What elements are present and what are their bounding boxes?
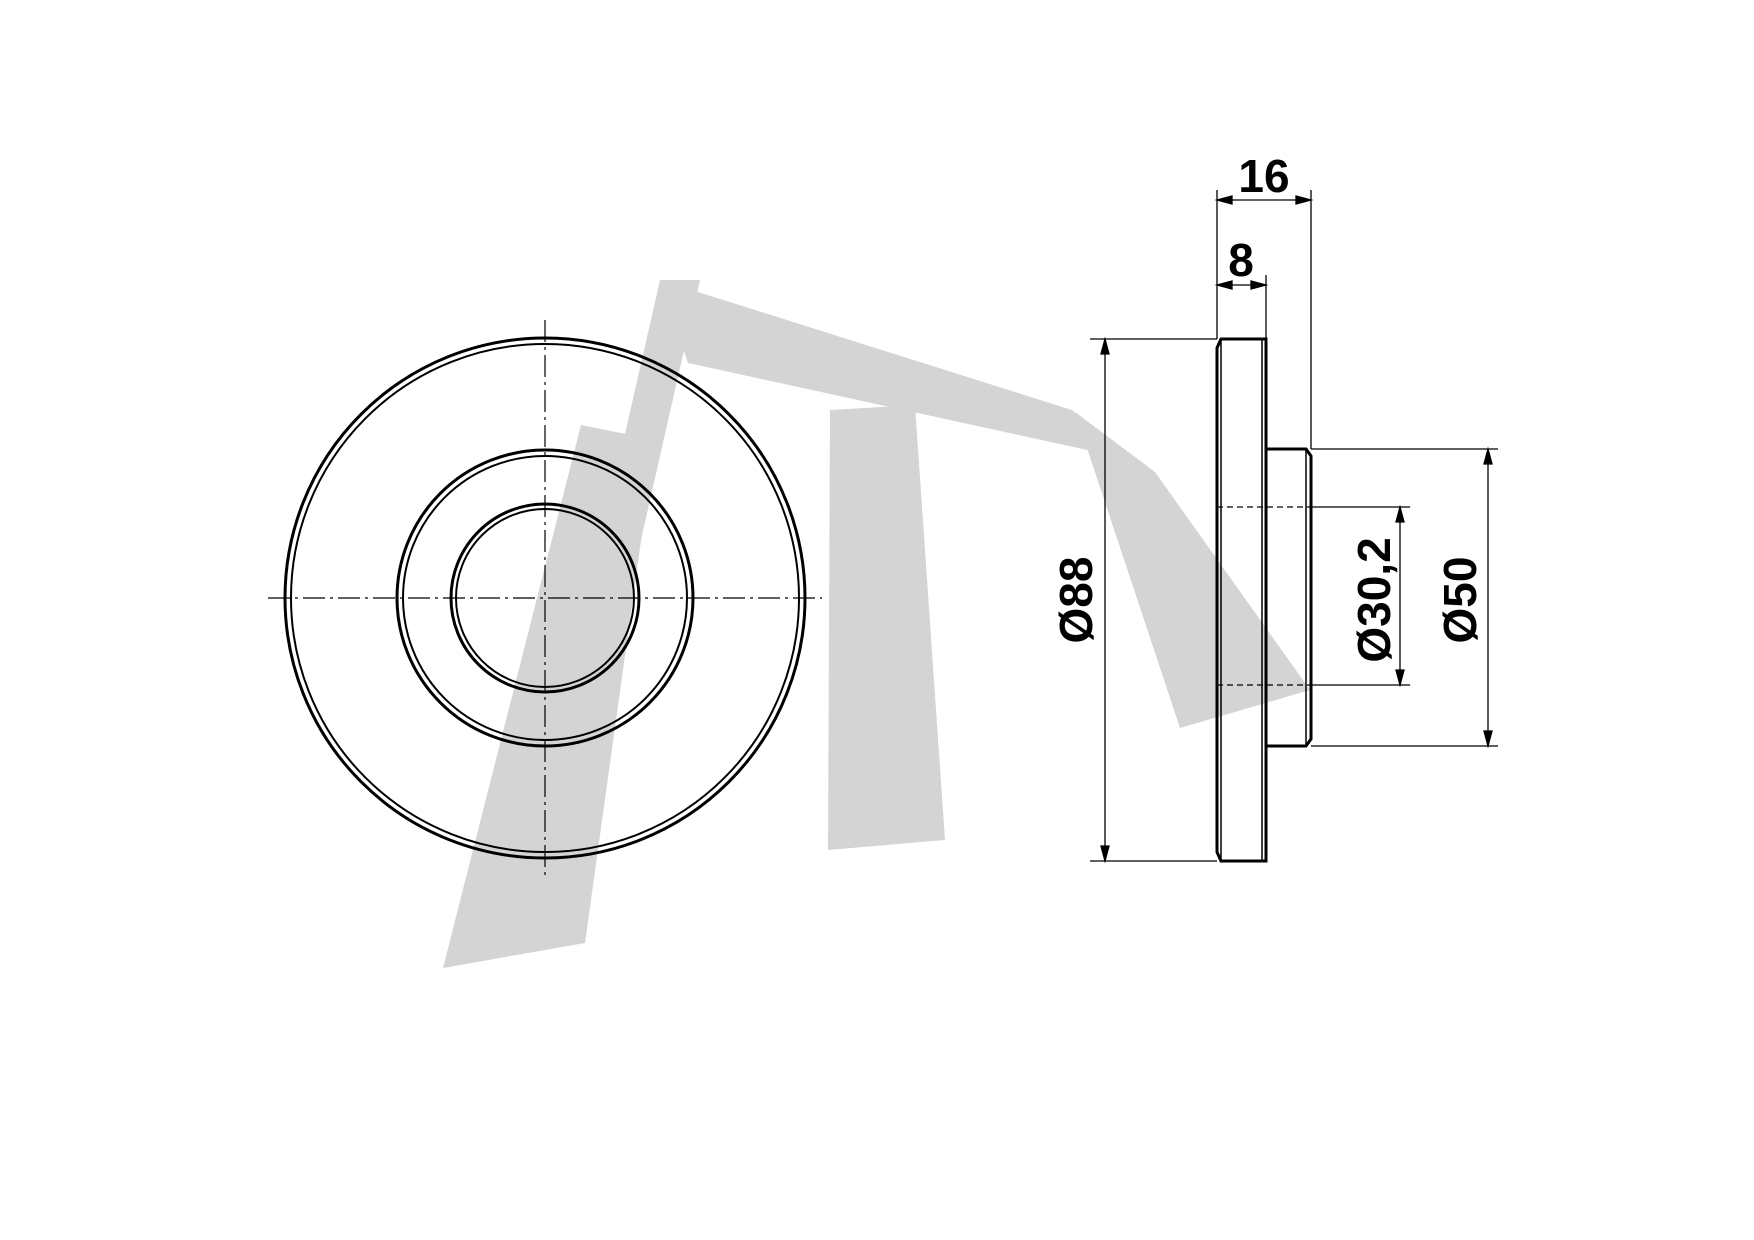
dim-88-label: Ø88 xyxy=(1050,557,1102,644)
dim-30-arrow-top xyxy=(1395,504,1405,523)
dim-30-arrow-bottom xyxy=(1395,669,1405,688)
watermark-stroke-3 xyxy=(828,405,945,850)
dim-50-arrow-top xyxy=(1483,446,1493,465)
dim-16-arrow-left xyxy=(1214,195,1233,205)
front-view xyxy=(268,320,822,876)
dim-8-arrow-left xyxy=(1214,280,1233,290)
dim-16-arrow-right xyxy=(1295,195,1314,205)
dim-88-arrow-bottom xyxy=(1100,845,1110,864)
hub-outline xyxy=(1266,447,1313,748)
dim-50-arrow-bottom xyxy=(1483,730,1493,749)
dim-88-arrow-top xyxy=(1100,336,1110,355)
dim-8-arrow-right xyxy=(1250,280,1269,290)
dimensions xyxy=(1090,190,1498,864)
watermark-stroke-5 xyxy=(560,280,700,720)
dim-30-label: Ø30,2 xyxy=(1348,537,1400,662)
dim-16-label: 16 xyxy=(1238,150,1289,202)
watermark-stroke-4 xyxy=(1075,412,1310,728)
watermark-stroke-2 xyxy=(660,280,1115,456)
watermark-logo xyxy=(443,280,1310,968)
dim-50-label: Ø50 xyxy=(1434,557,1486,644)
dim-8-label: 8 xyxy=(1228,234,1254,286)
